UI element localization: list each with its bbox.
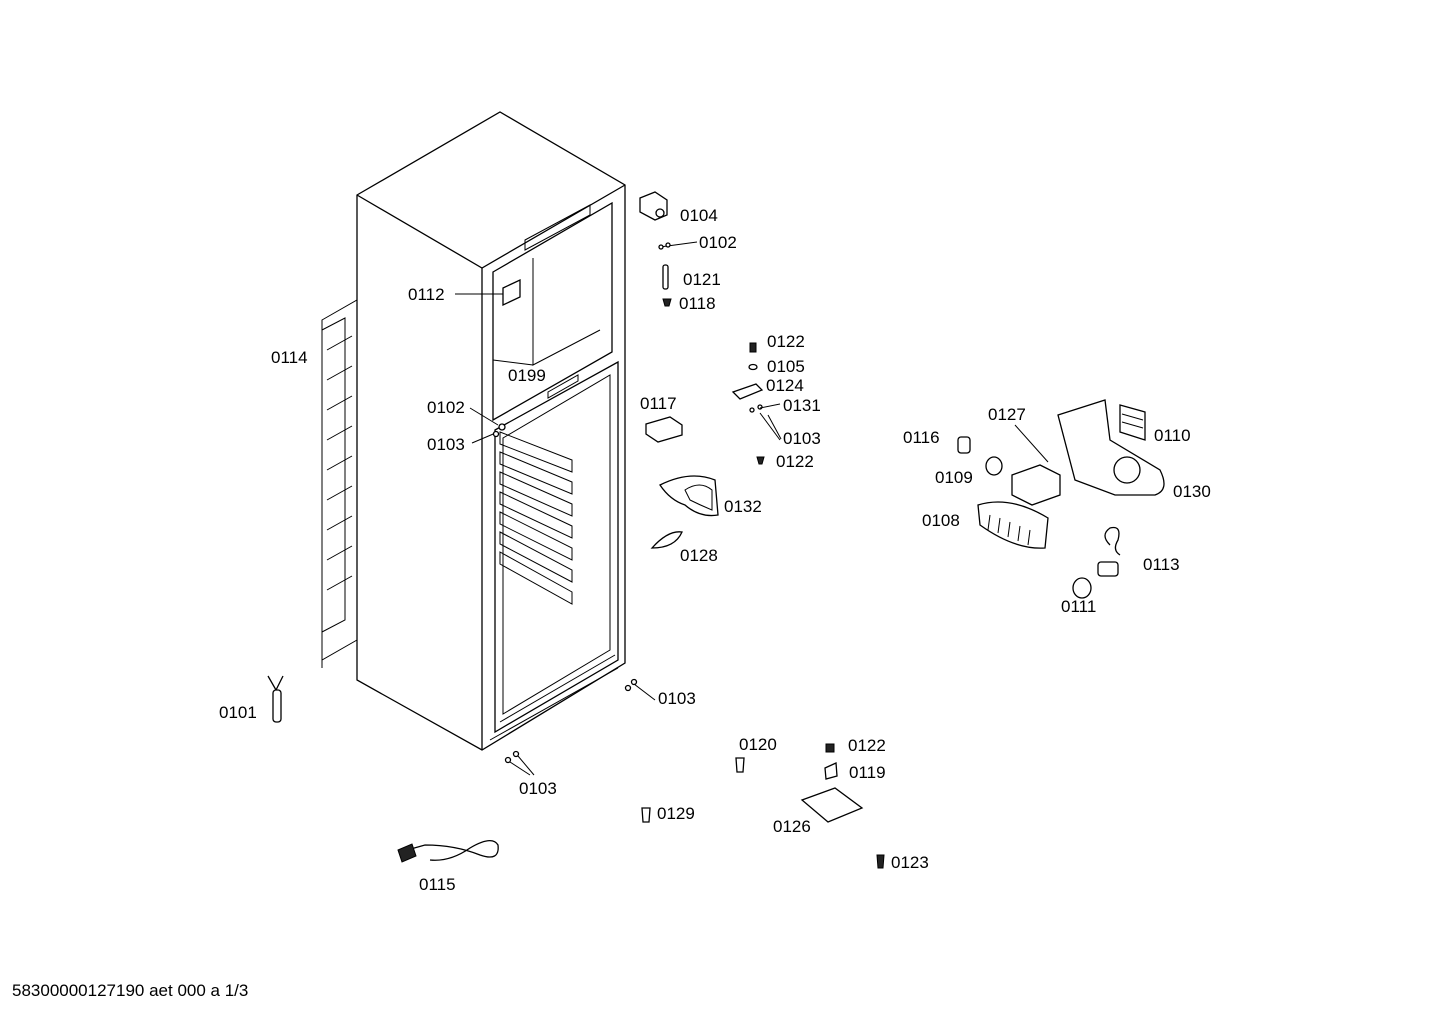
label-0110: 0110 xyxy=(1154,426,1191,445)
label-0113: 0113 xyxy=(1143,555,1180,574)
label-0103: 0103 xyxy=(658,689,696,708)
label-0128: 0128 xyxy=(680,546,718,565)
label-0124: 0124 xyxy=(766,376,804,395)
label-0123: 0123 xyxy=(891,853,929,872)
label-0102: 0102 xyxy=(427,398,465,417)
label-0131: 0131 xyxy=(783,396,821,415)
label-0120: 0120 xyxy=(739,735,777,754)
label-0117: 0117 xyxy=(640,394,677,413)
label-0102: 0102 xyxy=(699,233,737,252)
label-0112: 0112 xyxy=(408,285,445,304)
label-0122: 0122 xyxy=(767,332,805,351)
document-footer: 58300000127190 aet 000 a 1/3 xyxy=(12,981,249,1000)
condenser xyxy=(321,299,358,668)
label-0122: 0122 xyxy=(776,452,814,471)
label-0109: 0109 xyxy=(935,468,973,487)
label-0127: 0127 xyxy=(988,405,1026,424)
label-0115: 0115 xyxy=(419,875,456,894)
label-0101: 0101 xyxy=(219,703,257,722)
label-0129: 0129 xyxy=(657,804,695,823)
label-0122: 0122 xyxy=(848,736,886,755)
label-0118: 0118 xyxy=(679,294,716,313)
label-0104: 0104 xyxy=(680,206,718,225)
label-0105: 0105 xyxy=(767,357,805,376)
label-0103: 0103 xyxy=(783,429,821,448)
label-0121: 0121 xyxy=(683,270,721,289)
label-0103: 0103 xyxy=(519,779,557,798)
label-0108: 0108 xyxy=(922,511,960,530)
label-0116: 0116 xyxy=(903,428,940,447)
cabinet xyxy=(356,111,626,751)
label-0111: 0111 xyxy=(1061,597,1097,616)
label-0119: 0119 xyxy=(849,763,886,782)
parts xyxy=(267,191,1165,869)
label-0126: 0126 xyxy=(773,817,811,836)
label-0114: 0114 xyxy=(271,348,308,367)
label-0103: 0103 xyxy=(427,435,465,454)
label-0199: 0199 xyxy=(508,366,546,385)
label-0132: 0132 xyxy=(724,497,762,516)
label-0130: 0130 xyxy=(1173,482,1211,501)
